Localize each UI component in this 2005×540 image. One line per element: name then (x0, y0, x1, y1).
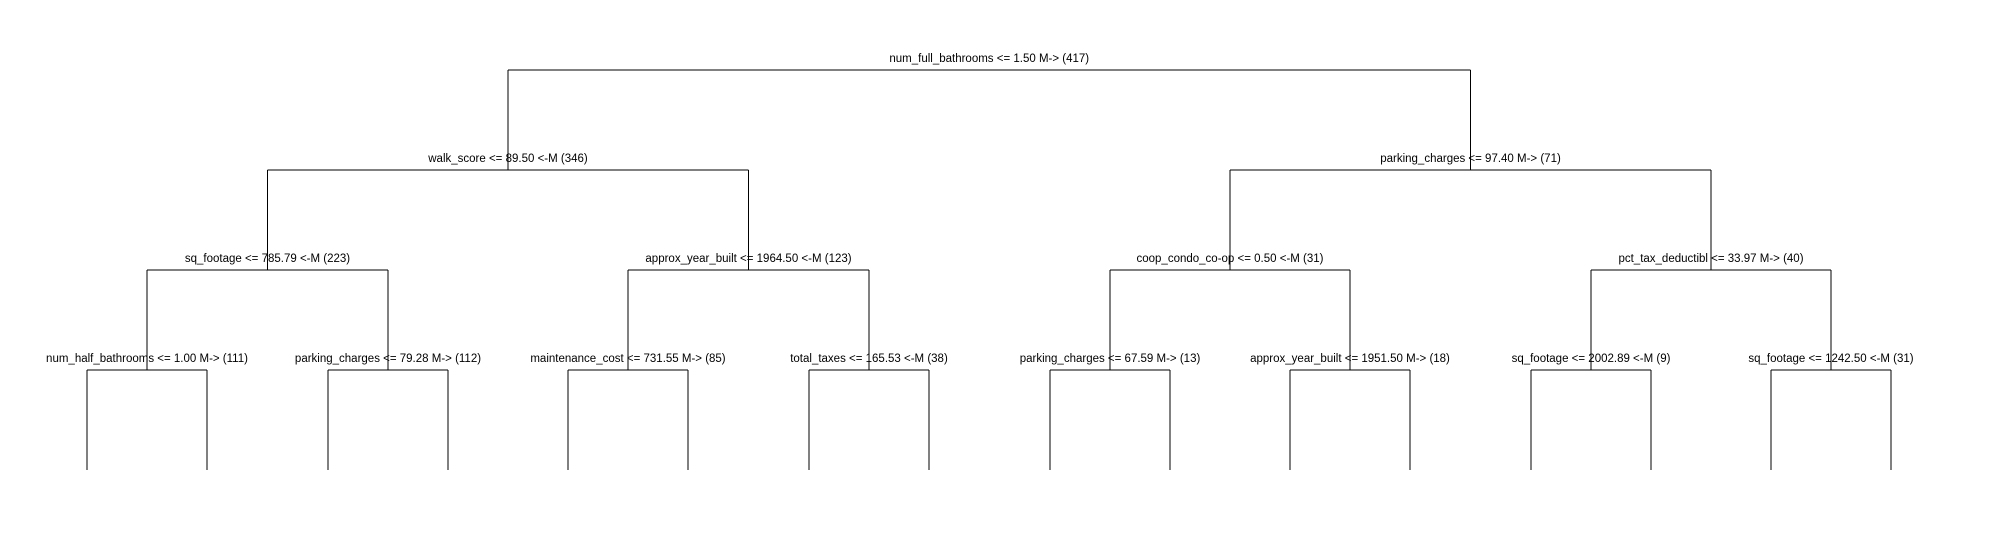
split-label: coop_condo_co-op <= 0.50 <-M (31) (1137, 253, 1324, 265)
split-label: num_half_bathrooms <= 1.00 M-> (111) (46, 353, 248, 365)
split-label: parking_charges <= 79.28 M-> (112) (295, 353, 481, 365)
split-label: total_taxes <= 165.53 <-M (38) (790, 353, 948, 365)
split-label: approx_year_built <= 1964.50 <-M (123) (645, 253, 851, 265)
split-label: parking_charges <= 67.59 M-> (13) (1020, 353, 1201, 365)
split-label: parking_charges <= 97.40 M-> (71) (1380, 153, 1561, 165)
split-label: walk_score <= 89.50 <-M (346) (427, 153, 588, 165)
split-label: sq_footage <= 1242.50 <-M (31) (1748, 353, 1913, 365)
tree-labels: num_half_bathrooms <= 1.00 M-> (111) park… (46, 53, 1914, 365)
split-label: sq_footage <= 785.79 <-M (223) (185, 253, 350, 265)
split-label: sq_footage <= 2002.89 <-M (9) (1512, 353, 1671, 365)
split-label: num_full_bathrooms <= 1.50 M-> (417) (889, 53, 1089, 65)
split-label: maintenance_cost <= 731.55 M-> (85) (530, 353, 725, 365)
split-label: approx_year_built <= 1951.50 M-> (18) (1250, 353, 1450, 365)
split-label: pct_tax_deductibl <= 33.97 M-> (40) (1618, 253, 1803, 265)
tree-edges (86, 69, 1892, 470)
